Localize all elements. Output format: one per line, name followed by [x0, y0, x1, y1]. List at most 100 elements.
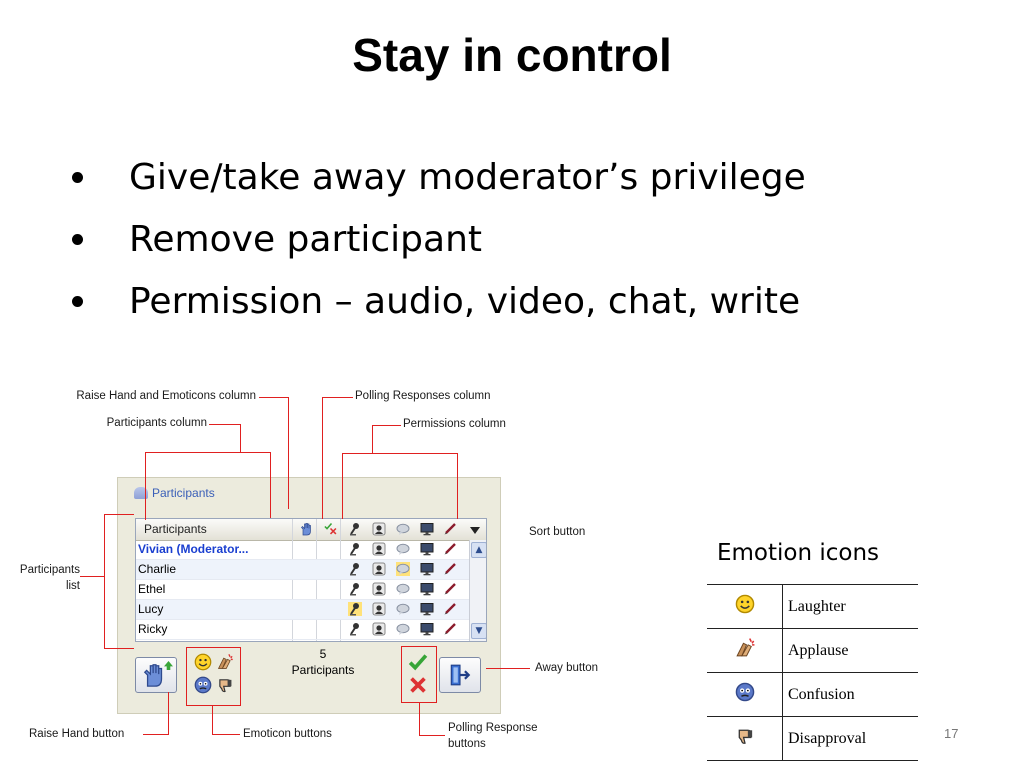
sort-button[interactable]: [468, 523, 482, 537]
emoticon-buttons-box-top: [186, 647, 241, 648]
callout-line: [80, 576, 104, 577]
screen-permission-icon[interactable]: [420, 562, 434, 576]
callout-line: [457, 453, 458, 519]
emotion-row: Laughter: [707, 584, 918, 629]
emotion-label: Disapproval: [782, 716, 918, 761]
callout-line: [342, 453, 343, 519]
scroll-down-button[interactable]: ▼: [471, 623, 486, 639]
emotion-row: Applause: [707, 628, 918, 673]
write-permission-icon[interactable]: [443, 542, 457, 556]
participants-icon: [134, 487, 148, 499]
callout-line: [372, 425, 401, 426]
participant-count-label: Participants: [291, 663, 355, 677]
video-permission-icon[interactable]: [372, 542, 386, 556]
emotion-row: Confusion: [707, 672, 918, 717]
audio-permission-icon[interactable]: [348, 602, 362, 616]
confusion-icon: [735, 682, 755, 702]
screen-permission-column-icon[interactable]: [420, 522, 434, 536]
polling-buttons-box-right: [436, 646, 437, 703]
callout-line: [145, 452, 146, 520]
callout-line: [104, 648, 134, 649]
participant-row[interactable]: Ethel: [136, 580, 469, 600]
polling-no-button[interactable]: [408, 675, 428, 695]
screen-permission-icon[interactable]: [420, 602, 434, 616]
participants-column-header[interactable]: Participants: [144, 522, 207, 536]
participant-name: Ethel: [138, 582, 166, 596]
annotation-sort-button: Sort button: [529, 526, 586, 538]
video-permission-column-icon[interactable]: [372, 522, 386, 536]
chat-permission-icon[interactable]: [396, 542, 410, 556]
emoticon-buttons-box-right: [240, 647, 241, 706]
chat-permission-icon[interactable]: [396, 562, 410, 576]
emotion-label: Confusion: [782, 672, 918, 717]
chat-permission-icon[interactable]: [396, 622, 410, 636]
annotation-raise-hand-emoticons-column: Raise Hand and Emoticons column: [76, 390, 256, 402]
polling-yes-button[interactable]: [408, 652, 428, 672]
callout-line: [342, 453, 458, 454]
video-permission-icon[interactable]: [372, 602, 386, 616]
participants-scrollbar[interactable]: ▲ ▼: [469, 540, 486, 641]
participant-count: 5 Participants: [268, 646, 378, 678]
write-permission-column-icon[interactable]: [443, 522, 457, 536]
video-permission-icon[interactable]: [372, 622, 386, 636]
chat-permission-icon[interactable]: [396, 582, 410, 596]
annotation-polling-response-buttons: Polling Response buttons: [448, 722, 538, 750]
chat-permission-column-icon[interactable]: [396, 522, 410, 536]
write-permission-icon[interactable]: [443, 562, 457, 576]
disapproval-emoticon-button[interactable]: [216, 676, 234, 694]
confusion-emoticon-button[interactable]: [194, 676, 212, 694]
callout-line: [240, 424, 241, 453]
write-permission-icon[interactable]: [443, 622, 457, 636]
callout-line: [143, 734, 169, 735]
laughter-icon: [735, 594, 755, 614]
column-divider: [292, 519, 293, 641]
participant-row[interactable]: Vivian (Moderator...: [136, 540, 469, 560]
bullet-dot: [72, 234, 83, 245]
callout-line: [104, 514, 105, 649]
participant-row[interactable]: Charlie: [136, 560, 469, 580]
audio-permission-icon[interactable]: [348, 582, 362, 596]
raise-hand-button[interactable]: [135, 657, 177, 693]
applause-emoticon-button[interactable]: [216, 653, 234, 671]
polling-buttons-box-left: [401, 646, 402, 703]
audio-permission-icon[interactable]: [348, 562, 362, 576]
emotion-icon-cell: [707, 716, 783, 761]
callout-line: [419, 735, 445, 736]
annotation-participants-list: Participants list: [19, 564, 80, 592]
page-number: 17: [944, 726, 959, 741]
emoticon-buttons-box-left: [186, 647, 187, 706]
emoticon-buttons-box-bottom: [186, 705, 241, 706]
arrow-up-icon: [164, 661, 173, 670]
participant-name: Charlie: [138, 562, 177, 576]
away-button[interactable]: [439, 657, 481, 693]
screen-permission-icon[interactable]: [420, 622, 434, 636]
laughter-emoticon-button[interactable]: [194, 653, 212, 671]
participants-panel-title: Participants: [134, 486, 215, 500]
slide-title: Stay in control: [352, 29, 672, 81]
audio-permission-icon[interactable]: [348, 542, 362, 556]
column-divider: [316, 519, 317, 641]
chat-permission-icon[interactable]: [396, 602, 410, 616]
audio-permission-icon[interactable]: [348, 622, 362, 636]
scroll-up-button[interactable]: ▲: [471, 542, 486, 558]
screen-permission-icon[interactable]: [420, 582, 434, 596]
write-permission-icon[interactable]: [443, 602, 457, 616]
audio-permission-column-icon[interactable]: [348, 522, 362, 536]
video-permission-icon[interactable]: [372, 582, 386, 596]
callout-line: [322, 397, 353, 398]
callout-line: [270, 452, 271, 518]
bullet-item: Remove participant: [72, 212, 806, 274]
participants-grid-header: Participants: [136, 519, 486, 541]
bullet-dot: [72, 172, 83, 183]
emotion-label: Laughter: [782, 584, 918, 629]
participant-row[interactable]: Ricky: [136, 620, 469, 640]
polling-responses-column-icon[interactable]: [324, 522, 338, 536]
raise-hand-column-icon[interactable]: [300, 522, 314, 536]
annotation-emoticon-buttons: Emoticon buttons: [243, 728, 332, 740]
away-icon: [448, 663, 472, 687]
screen-permission-icon[interactable]: [420, 542, 434, 556]
emotion-row: Disapproval: [707, 716, 918, 761]
participant-row[interactable]: Lucy: [136, 600, 469, 620]
video-permission-icon[interactable]: [372, 562, 386, 576]
write-permission-icon[interactable]: [443, 582, 457, 596]
